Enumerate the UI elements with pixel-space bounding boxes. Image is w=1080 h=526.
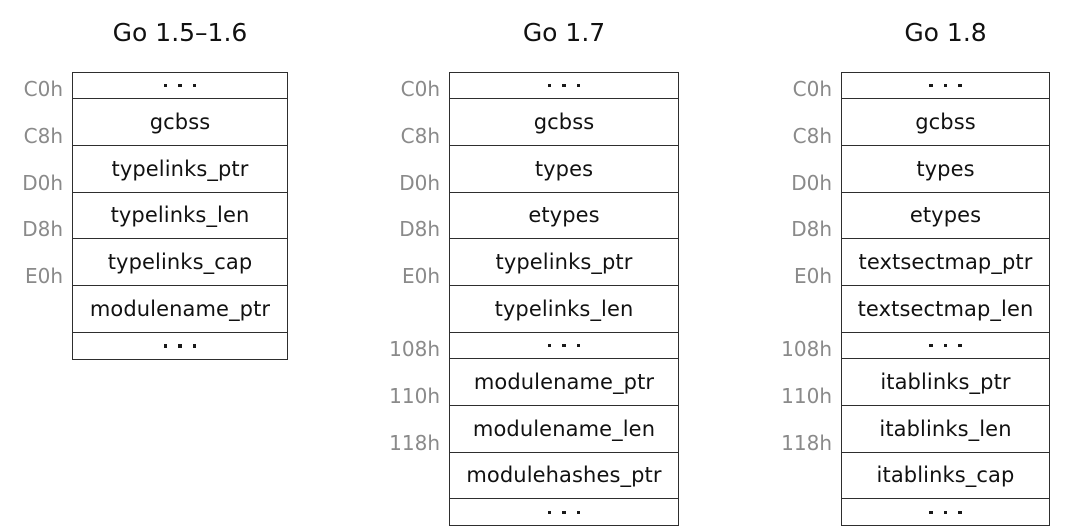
address-tick: C0h [792, 77, 832, 101]
struct-row: itablinks_ptr [842, 359, 1049, 406]
address-tick: D8h [22, 217, 63, 242]
struct-field-label: textsectmap_ptr [858, 250, 1033, 275]
address-tick: 108h [781, 337, 832, 361]
column-title: Go 1.7 [522, 18, 606, 47]
struct-row: itablinks_len [842, 406, 1049, 453]
struct-row: gcbss [842, 99, 1049, 146]
struct-field-label: gcbss [915, 109, 976, 134]
struct-box: gcbss typelinks_ptr typelinks_len typelinks… [72, 72, 288, 360]
address-tick: 108h [389, 337, 440, 361]
struct-field-label: etypes [909, 203, 982, 228]
address-tick: E0h [793, 264, 832, 289]
struct-field-label: gcbss [533, 109, 595, 134]
ellipsis-icon [929, 343, 962, 348]
struct-row: textsectmap_len [842, 286, 1049, 333]
struct-row-ellipsis [842, 499, 1049, 525]
ellipsis-icon [929, 510, 962, 515]
struct-field-label: typelinks_len [494, 297, 634, 322]
struct-field-label: types [534, 156, 594, 181]
address-tick: D8h [399, 217, 440, 242]
address-tick: C8h [792, 123, 832, 148]
struct-field-label: modulename_ptr [89, 297, 271, 322]
ellipsis-icon [163, 83, 197, 88]
address-tick: C8h [23, 123, 63, 148]
struct-field-label: itablinks_len [879, 416, 1012, 441]
column-title: Go 1.5–1.6 [112, 18, 248, 47]
address-tick: C0h [23, 77, 63, 101]
address-tick: D0h [22, 170, 63, 195]
struct-row-ellipsis [842, 333, 1049, 359]
struct-field-label: types [916, 156, 975, 181]
ellipsis-icon [163, 344, 197, 348]
struct-row: etypes [842, 193, 1049, 240]
struct-row-ellipsis [450, 333, 678, 359]
address-tick: 118h [781, 430, 832, 455]
ellipsis-icon [547, 510, 581, 515]
address-tick: 110h [781, 383, 832, 408]
struct-row-ellipsis [73, 333, 287, 359]
struct-box: gcbss types etypes textsectmap_ptr textsectm… [841, 72, 1050, 526]
ellipsis-icon [929, 83, 962, 88]
struct-row-ellipsis [842, 73, 1049, 99]
struct-row: typelinks_len [73, 193, 287, 240]
struct-row: typelinks_ptr [73, 146, 287, 193]
address-tick: E0h [24, 264, 63, 289]
address-tick: D0h [399, 170, 440, 195]
struct-field-label: gcbss [149, 109, 211, 134]
address-tick: 118h [389, 430, 440, 455]
struct-row: types [842, 146, 1049, 193]
address-tick: D0h [791, 170, 832, 195]
struct-row: modulename_ptr [73, 286, 287, 333]
struct-field-label: modulehashes_ptr [466, 463, 662, 488]
address-tick: E0h [401, 264, 440, 289]
struct-row: typelinks_cap [73, 239, 287, 287]
column-title: Go 1.8 [904, 18, 987, 47]
struct-field-label: textsectmap_len [857, 297, 1034, 322]
address-tick: 110h [389, 383, 440, 408]
struct-row-ellipsis [450, 499, 678, 525]
struct-field-label: typelinks_ptr [495, 250, 633, 275]
struct-row: typelinks_ptr [450, 239, 678, 287]
struct-field-label: typelinks_len [110, 203, 250, 228]
struct-row: modulename_ptr [450, 359, 678, 406]
struct-row: gcbss [450, 99, 678, 146]
struct-field-label: typelinks_ptr [111, 156, 249, 181]
struct-field-label: itablinks_ptr [880, 369, 1011, 394]
address-tick: D8h [791, 217, 832, 242]
struct-row: itablinks_cap [842, 453, 1049, 500]
struct-row-ellipsis [73, 73, 287, 99]
struct-field-label: modulename_ptr [473, 369, 655, 394]
struct-row: etypes [450, 193, 678, 240]
struct-field-label: itablinks_cap [876, 463, 1015, 488]
struct-row-ellipsis [450, 73, 678, 99]
struct-row: gcbss [73, 99, 287, 146]
struct-row: types [450, 146, 678, 193]
ellipsis-icon [547, 343, 581, 348]
struct-row: textsectmap_ptr [842, 239, 1049, 287]
struct-field-label: etypes [528, 203, 600, 228]
struct-field-label: modulename_len [472, 416, 656, 441]
struct-row: modulehashes_ptr [450, 453, 678, 500]
ellipsis-icon [547, 83, 581, 88]
address-tick: C0h [400, 77, 440, 101]
struct-field-label: typelinks_cap [107, 250, 253, 275]
struct-row: modulename_len [450, 406, 678, 453]
struct-row: typelinks_len [450, 286, 678, 333]
address-tick: C8h [400, 123, 440, 148]
struct-box: gcbss types etypes typelinks_ptr typelinks_l… [449, 72, 679, 526]
